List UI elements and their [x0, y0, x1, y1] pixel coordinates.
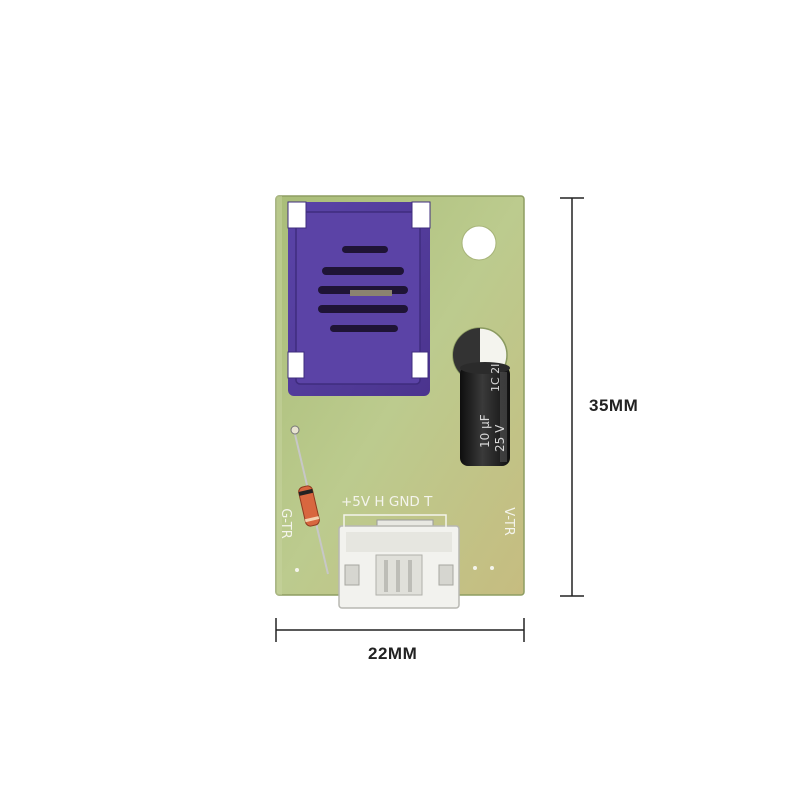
height-dimension-line — [560, 197, 584, 597]
pin-labels: +5V H GND T — [341, 494, 433, 510]
jst-connector — [338, 519, 460, 609]
g-tr-label: G-TR — [277, 508, 293, 539]
mounting-hole — [461, 225, 497, 261]
diode — [290, 425, 329, 575]
height-dimension-label: 35MM — [589, 396, 639, 415]
silk-dots — [295, 566, 494, 572]
electrolytic-capacitor — [460, 362, 510, 466]
humidity-sensor — [287, 201, 431, 396]
width-dimension-line — [275, 618, 525, 642]
v-tr-label: V-TR — [500, 507, 516, 536]
capacitor-voltage: 25 V — [493, 424, 507, 452]
capacitor-capacitance: 10 µF — [478, 414, 492, 448]
capacitor-code: 1C 2I — [489, 363, 502, 392]
width-dimension-label: 22MM — [368, 644, 418, 663]
silk-bracket — [343, 514, 447, 528]
